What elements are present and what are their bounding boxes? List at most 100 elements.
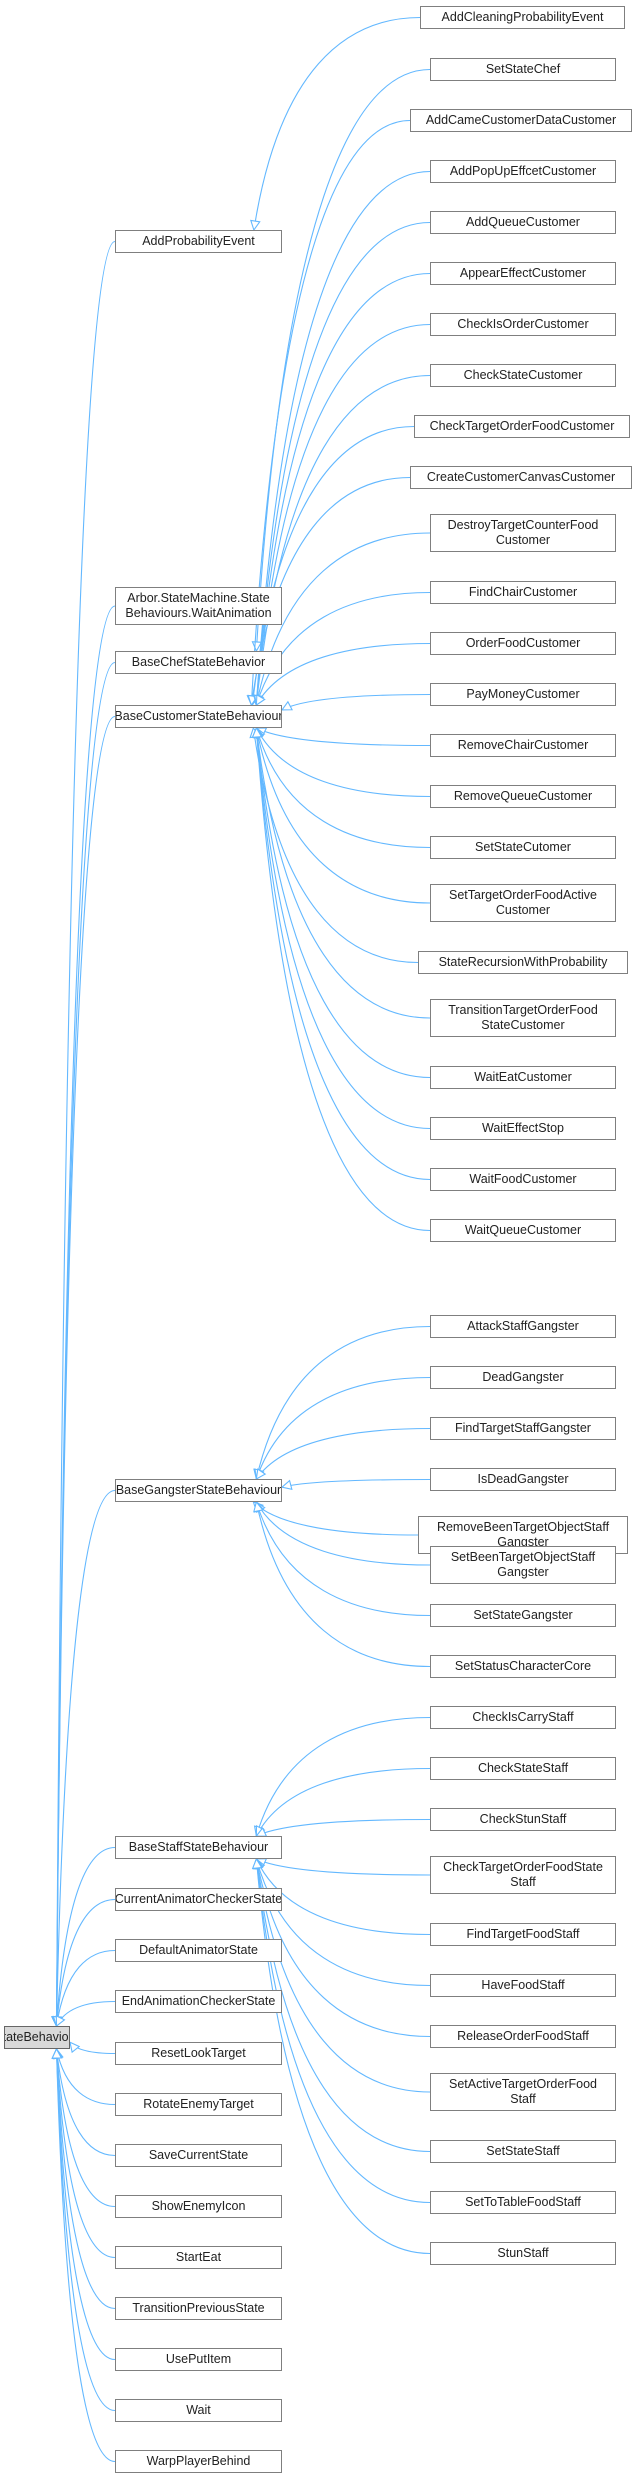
edge-find_chair_customer-to-base_customer_state_behaviour [255,591,431,706]
edge-current_animator_checker_state-to-state_behaviour [55,1898,116,2027]
edge-set_state_chef-to-base_chef_state_behavior [255,68,431,652]
edge-add_came_customer_data_customer-to-base_customer_state_behaviour [250,119,411,706]
node-check-stun-staff[interactable]: CheckStunStaff [430,1808,616,1831]
node-appear-effect-customer[interactable]: AppearEffectCustomer [430,262,616,285]
node-base-customer-state-behaviour[interactable]: BaseCustomerStateBehaviour [115,705,282,728]
node-transition-previous-state[interactable]: TransitionPreviousState [115,2297,282,2320]
edge-start_eat-to-state_behaviour [55,2048,116,2259]
node-dead-gangster[interactable]: DeadGangster [430,1366,616,1389]
edge-release_order_food_staff-to-base_staff_state_behaviour [255,1858,431,2038]
edge-set_target_order_food_active_customer-to-base_customer_state_behaviour [255,727,431,904]
edge-stun_staff-to-base_staff_state_behaviour [255,1858,431,2255]
edge-find_target_staff_gangster-to-base_gangster_state_behaviour [255,1427,431,1480]
node-start-eat[interactable]: StartEat [115,2246,282,2269]
edge-order_food_customer-to-base_customer_state_behaviour [255,642,431,706]
node-current-animator-checker-state[interactable]: CurrentAnimatorCheckerState [115,1888,282,1911]
node-wait-food-customer[interactable]: WaitFoodCustomer [430,1168,616,1191]
node-set-state-cutomer[interactable]: SetStateCutomer [430,836,616,859]
node-add-probability-event[interactable]: AddProbabilityEvent [115,230,282,253]
node-wait-animation[interactable]: Arbor.StateMachine.State Behaviours.Wait… [115,587,282,625]
node-find-target-staff-gangster[interactable]: FindTargetStaffGangster [430,1417,616,1440]
node-find-chair-customer[interactable]: FindChairCustomer [430,581,616,604]
edge-pay_money_customer-to-base_customer_state_behaviour [281,693,431,711]
edge-check_target_order_food_state_staff-to-base_staff_state_behaviour [256,1858,431,1876]
node-create-customer-canvas-customer[interactable]: CreateCustomerCanvasCustomer [410,466,632,489]
node-set-active-target-order-food-staff[interactable]: SetActiveTargetOrderFood Staff [430,2073,616,2111]
edge-set_state_gangster-to-base_gangster_state_behaviour [255,1501,431,1617]
node-set-state-chef[interactable]: SetStateChef [430,58,616,81]
node-set-target-order-food-active-customer[interactable]: SetTargetOrderFoodActive Customer [430,884,616,922]
edge-state_recursion_with_probability-to-base_customer_state_behaviour [252,727,419,964]
node-use-put-item[interactable]: UsePutItem [115,2348,282,2371]
node-add-pop-up-effcet-customer[interactable]: AddPopUpEffcetCustomer [430,160,616,183]
node-check-target-order-food-customer[interactable]: CheckTargetOrderFoodCustomer [414,415,630,438]
node-base-chef-state-behavior[interactable]: BaseChefStateBehavior [115,651,282,674]
arrowhead-state_behaviour [69,2041,81,2054]
edge-check_stun_staff-to-base_staff_state_behaviour [256,1818,431,1837]
arrowhead-base_gangster_state_behaviour [255,1468,267,1481]
node-set-state-staff[interactable]: SetStateStaff [430,2140,616,2163]
node-add-cleaning-probability-event[interactable]: AddCleaningProbabilityEvent [420,6,625,29]
node-rotate-enemy-target[interactable]: RotateEnemyTarget [115,2093,282,2116]
edge-add_pop_up_effcet_customer-to-base_customer_state_behaviour [255,170,431,706]
arrowhead-base_gangster_state_behaviour [280,1479,293,1491]
node-have-food-staff[interactable]: HaveFoodStaff [430,1974,616,1997]
edge-attack_staff_gangster-to-base_gangster_state_behaviour [255,1325,431,1480]
edge-save_current_state-to-state_behaviour [55,2048,116,2157]
edge-remove_chair_customer-to-base_customer_state_behaviour [256,727,431,747]
node-reset-look-target[interactable]: ResetLookTarget [115,2042,282,2065]
node-remove-chair-customer[interactable]: RemoveChairCustomer [430,734,616,757]
node-check-is-order-customer[interactable]: CheckIsOrderCustomer [430,313,616,336]
node-state-behaviour[interactable]: StateBehaviour [4,2026,70,2049]
node-state-recursion-with-probability[interactable]: StateRecursionWithProbability [418,951,628,974]
node-end-animation-checker-state[interactable]: EndAnimationCheckerState [115,1990,282,2013]
edge-check_state_customer-to-base_customer_state_behaviour [255,374,431,706]
node-show-enemy-icon[interactable]: ShowEnemyIcon [115,2195,282,2218]
edge-transition_target_order_food_state_customer-to-base_customer_state_behaviour [255,727,431,1019]
node-warp-player-behind[interactable]: WarpPlayerBehind [115,2450,282,2473]
node-set-state-gangster[interactable]: SetStateGangster [430,1604,616,1627]
node-order-food-customer[interactable]: OrderFoodCustomer [430,632,616,655]
node-check-state-staff[interactable]: CheckStateStaff [430,1757,616,1780]
edge-check_is_carry_staff-to-base_staff_state_behaviour [255,1716,431,1837]
edge-wait_effect_stop-to-base_customer_state_behaviour [255,727,431,1130]
edge-wait-to-state_behaviour [55,2048,116,2412]
node-stun-staff[interactable]: StunStaff [430,2242,616,2265]
arrowhead-state_behaviour [55,2015,66,2028]
node-add-queue-customer[interactable]: AddQueueCustomer [430,211,616,234]
node-set-been-target-object-staff-gangster[interactable]: SetBeenTargetObjectStaff Gangster [430,1546,616,1584]
node-remove-queue-customer[interactable]: RemoveQueueCustomer [430,785,616,808]
edge-appear_effect_customer-to-base_customer_state_behaviour [255,272,431,706]
node-transition-target-order-food-state-customer[interactable]: TransitionTargetOrderFood StateCustomer [430,999,616,1037]
arrowhead-base_customer_state_behaviour [280,700,293,711]
node-check-is-carry-staff[interactable]: CheckIsCarryStaff [430,1706,616,1729]
node-is-dead-gangster[interactable]: IsDeadGangster [430,1468,616,1491]
node-add-came-customer-data-customer[interactable]: AddCameCustomerDataCustomer [410,109,632,132]
edge-set_to_table_food_staff-to-base_staff_state_behaviour [255,1858,431,2204]
node-save-current-state[interactable]: SaveCurrentState [115,2144,282,2167]
node-find-target-food-staff[interactable]: FindTargetFoodStaff [430,1923,616,1946]
node-set-to-table-food-staff[interactable]: SetToTableFoodStaff [430,2191,616,2214]
node-base-gangster-state-behaviour[interactable]: BaseGangsterStateBehaviour [115,1479,282,1502]
node-check-target-order-food-state-staff[interactable]: CheckTargetOrderFoodState Staff [430,1856,616,1894]
node-check-state-customer[interactable]: CheckStateCustomer [430,364,616,387]
edge-add_cleaning_probability_event-to-add_probability_event [253,16,421,231]
node-wait-queue-customer[interactable]: WaitQueueCustomer [430,1219,616,1242]
node-set-status-character-core[interactable]: SetStatusCharacterCore [430,1655,616,1678]
node-default-animator-state[interactable]: DefaultAnimatorState [115,1939,282,1962]
node-attack-staff-gangster[interactable]: AttackStaffGangster [430,1315,616,1338]
arrowhead-base_customer_state_behaviour [255,694,266,707]
node-wait-effect-stop[interactable]: WaitEffectStop [430,1117,616,1140]
node-release-order-food-staff[interactable]: ReleaseOrderFoodStaff [430,2025,616,2048]
node-wait[interactable]: Wait [115,2399,282,2422]
node-destroy-target-counter-food-customer[interactable]: DestroyTargetCounterFood Customer [430,514,616,552]
edge-set_active_target_order_food_staff-to-base_staff_state_behaviour [255,1858,431,2093]
edge-add_queue_customer-to-base_customer_state_behaviour [255,221,431,706]
edge-base_gangster_state_behaviour-to-state_behaviour [55,1489,116,2027]
node-wait-eat-customer[interactable]: WaitEatCustomer [430,1066,616,1089]
edge-set_status_character_core-to-base_gangster_state_behaviour [255,1501,431,1668]
node-base-staff-state-behaviour[interactable]: BaseStaffStateBehaviour [115,1836,282,1859]
node-pay-money-customer[interactable]: PayMoneyCustomer [430,683,616,706]
edge-end_animation_checker_state-to-state_behaviour [56,2000,116,2027]
